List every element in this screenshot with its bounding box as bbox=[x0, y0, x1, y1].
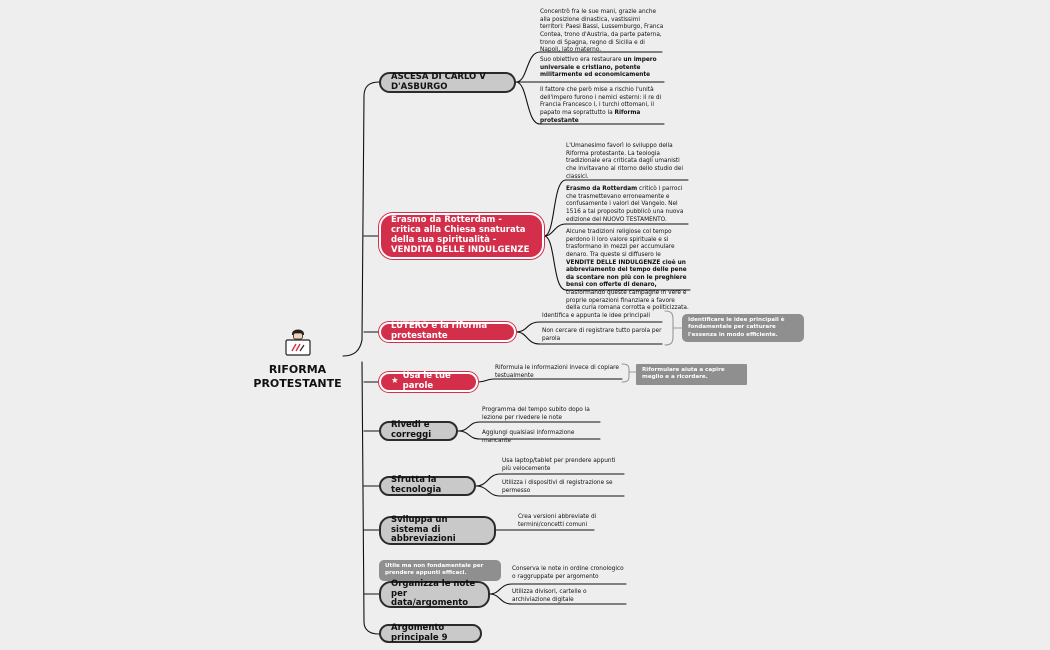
note-non-registrare: Non cercare di registrare tutto parola p… bbox=[542, 328, 662, 342]
note-laptop: Usa laptop/tablet per prendere appunti p… bbox=[502, 458, 616, 472]
branch-lutero[interactable]: LUTERO e la riforma protestante bbox=[379, 321, 516, 342]
note-programma: Programma del tempo subito dopo la lezio… bbox=[482, 407, 590, 421]
root-title[interactable]: RIFORMA PROTESTANTE bbox=[253, 363, 342, 391]
branch-label: Organizza le note per data/argomento bbox=[391, 578, 476, 609]
callout-utile: Utile ma non fondamentale per prendere a… bbox=[379, 560, 501, 581]
note-umanesimo: L'Umanesimo favorì lo sviluppo della Rif… bbox=[566, 143, 683, 180]
branch-label: Sfrutta la tecnologia bbox=[391, 475, 442, 495]
note-carlo-obiettivo: Suo obiettivo era restaurare un impero u… bbox=[540, 57, 657, 79]
branch-label: Erasmo da Rotterdam - critica alla Chies… bbox=[391, 215, 530, 255]
note-carlo-territori: Concentrò fra le sue mani, grazie anche … bbox=[540, 9, 664, 54]
note-abbreviate: Crea versioni abbreviate di termini/conc… bbox=[518, 514, 597, 528]
branch-rivedi[interactable]: Rivedi e correggi bbox=[379, 420, 458, 441]
note-indulgenze: Alcune tradizioni religiose col tempo pe… bbox=[566, 229, 689, 312]
branch-organizza[interactable]: Organizza le note per data/argomento bbox=[379, 578, 490, 609]
branch-label: Rivedi e correggi bbox=[391, 420, 432, 440]
branch-label: LUTERO e la riforma protestante bbox=[391, 321, 488, 341]
note-registrazione: Utilizza i dispositivi di registrazione … bbox=[502, 480, 613, 494]
note-identifica: Identifica e appunta le idee principali bbox=[542, 313, 650, 319]
person-laptop-icon bbox=[284, 325, 312, 357]
note-riformula: Riformula le informazioni invece di copi… bbox=[495, 365, 619, 379]
callout-idee-principali: Identificare le idee principali è fondam… bbox=[682, 314, 804, 342]
branch-label: Sviluppa un sistema di abbreviazioni bbox=[391, 514, 456, 545]
star-icon: ★ bbox=[391, 376, 399, 387]
note-divisori: Utilizza divisori, cartelle o archiviazi… bbox=[512, 589, 587, 603]
note-erasmo-critica: Erasmo da Rotterdam criticò i parroci ch… bbox=[566, 186, 684, 223]
branch-label: Usa le tue parole bbox=[402, 371, 451, 391]
branch-erasmo[interactable]: Erasmo da Rotterdam - critica alla Chies… bbox=[379, 213, 544, 259]
branch-argomento-9[interactable]: Argomento principale 9 bbox=[379, 622, 482, 643]
note-aggiungi: Aggiungi qualsiasi informazione mancante bbox=[482, 430, 575, 444]
note-conserva: Conserva le note in ordine cronologico o… bbox=[512, 566, 624, 580]
callout-riformulare: Riformulare aiuta a capire meglio e a ri… bbox=[636, 364, 747, 385]
note-carlo-nemici: Il fattore che però mise a rischio l'uni… bbox=[540, 87, 662, 124]
branch-tecnologia[interactable]: Sfrutta la tecnologia bbox=[379, 475, 476, 496]
branch-usa-parole[interactable]: ★ Usa le tue parole bbox=[379, 371, 478, 392]
branch-label: ASCESA DI CARLO V D'ASBURGO bbox=[391, 71, 486, 92]
branch-label: Argomento principale 9 bbox=[391, 622, 448, 643]
branch-ascesa-carlo-v[interactable]: ASCESA DI CARLO V D'ASBURGO bbox=[379, 72, 516, 93]
branch-abbreviazioni[interactable]: Sviluppa un sistema di abbreviazioni bbox=[379, 514, 496, 545]
